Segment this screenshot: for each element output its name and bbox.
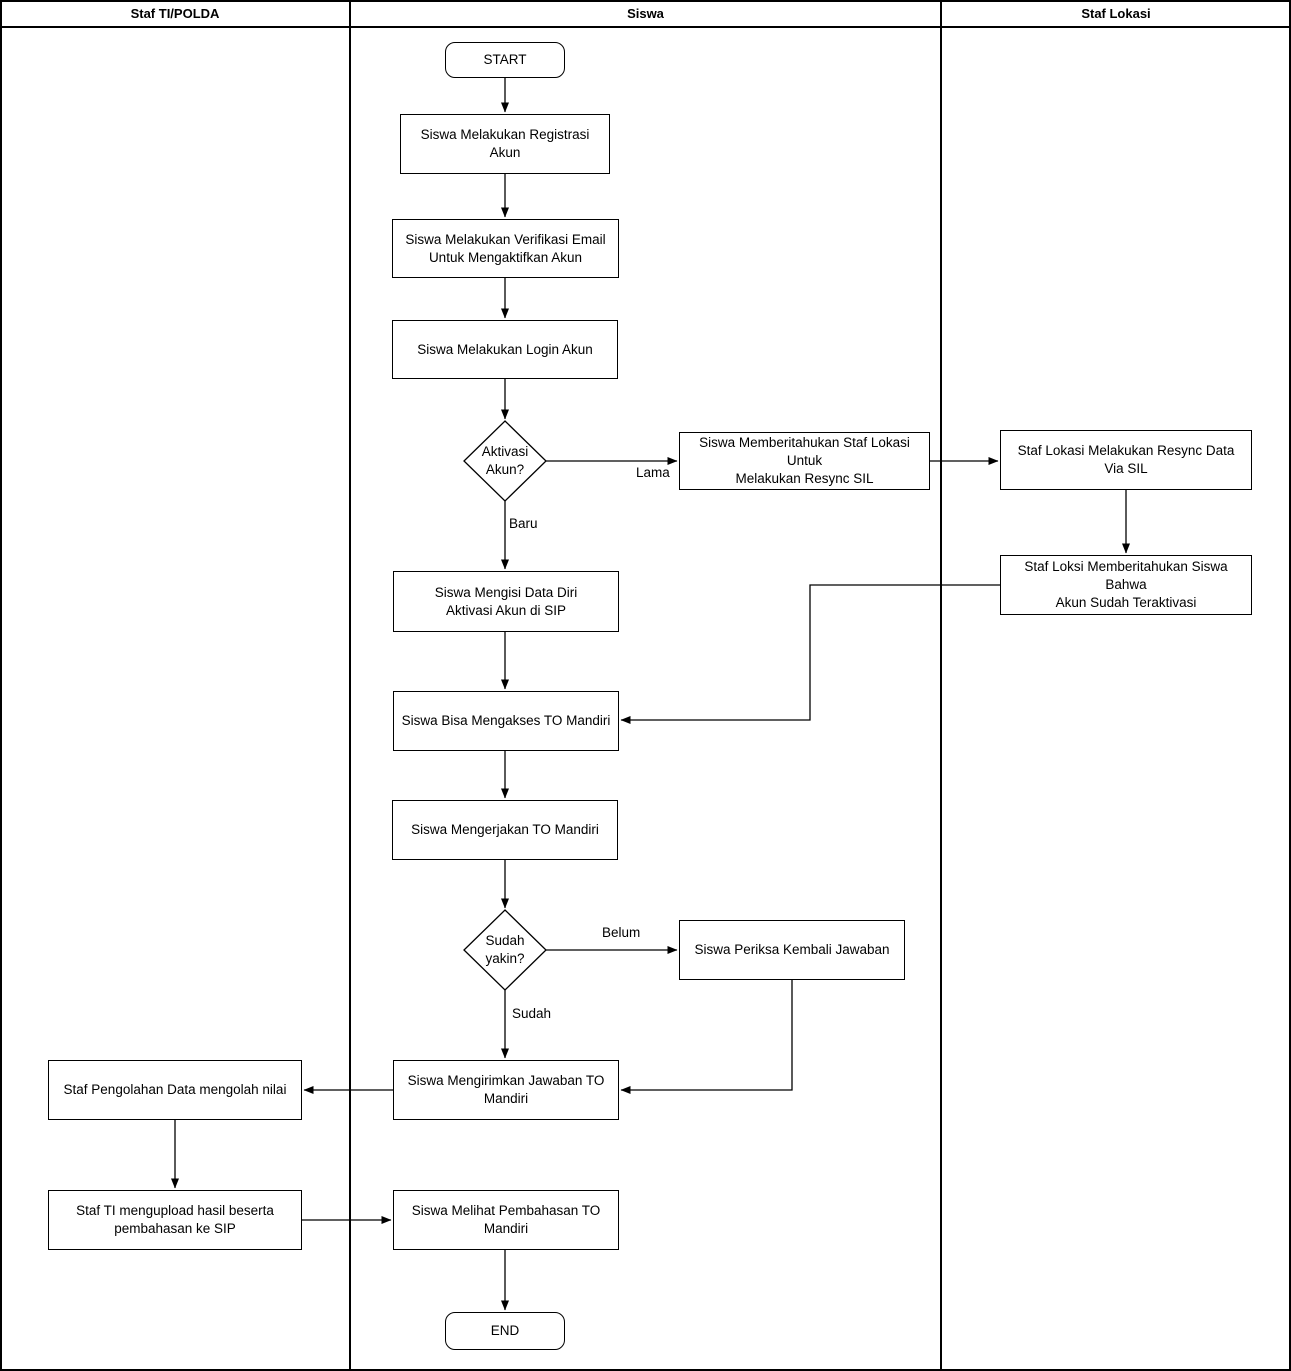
node-start: START: [445, 42, 565, 78]
node-verifikasi-email: Siswa Melakukan Verifikasi Email Untuk M…: [392, 219, 619, 278]
node-login-akun: Siswa Melakukan Login Akun: [392, 320, 618, 379]
node-registrasi-akun: Siswa Melakukan Registrasi Akun: [400, 114, 610, 174]
lane-divider-1: [349, 0, 351, 1371]
node-periksa-kembali-jawaban: Siswa Periksa Kembali Jawaban: [679, 920, 905, 980]
edge-label-baru: Baru: [509, 516, 538, 531]
edge-periksa-to-mengirimkan: [620, 980, 793, 1094]
decision-aktivasi-akun-shape: [463, 420, 547, 502]
lane-header-staf-lokasi: Staf Lokasi: [1081, 5, 1151, 21]
node-mengisi-data-diri: Siswa Mengisi Data Diri Aktivasi Akun di…: [393, 571, 619, 632]
node-memberitahukan-staf-lokasi: Siswa Memberitahukan Staf Lokasi Untuk M…: [679, 432, 930, 490]
node-akun-teraktivasi: Staf Loksi Memberitahukan Siswa Bahwa Ak…: [1000, 555, 1252, 615]
decision-sudah-yakin-shape: [463, 909, 547, 991]
node-end: END: [445, 1312, 565, 1350]
lane-header-staf-ti-polda: Staf TI/POLDA: [130, 5, 220, 21]
edge-teraktivasi-to-mengakses: [620, 584, 1000, 724]
lane-header-siswa: Siswa: [627, 5, 664, 21]
node-mengirimkan-jawaban: Siswa Mengirimkan Jawaban TO Mandiri: [393, 1060, 619, 1120]
lane-divider-2: [940, 0, 942, 1371]
edge-label-belum: Belum: [602, 925, 641, 940]
edge-label-lama: Lama: [636, 465, 670, 480]
node-upload-hasil: Staf TI mengupload hasil beserta pembaha…: [48, 1190, 302, 1250]
edge-label-sudah: Sudah: [512, 1006, 552, 1021]
node-melihat-pembahasan: Siswa Melihat Pembahasan TO Mandiri: [393, 1190, 619, 1250]
node-mengerjakan-to-mandiri: Siswa Mengerjakan TO Mandiri: [392, 800, 618, 860]
lane-header-divider: [0, 26, 1291, 28]
decision-sudah-yakin-label: Sudah yakin?: [485, 933, 525, 966]
node-resync-data-sil: Staf Lokasi Melakukan Resync Data Via SI…: [1000, 430, 1252, 490]
node-pengolahan-nilai: Staf Pengolahan Data mengolah nilai: [48, 1060, 302, 1120]
node-mengakses-to-mandiri: Siswa Bisa Mengakses TO Mandiri: [393, 691, 619, 751]
decision-aktivasi-akun-label: Aktivasi Akun?: [481, 444, 529, 477]
